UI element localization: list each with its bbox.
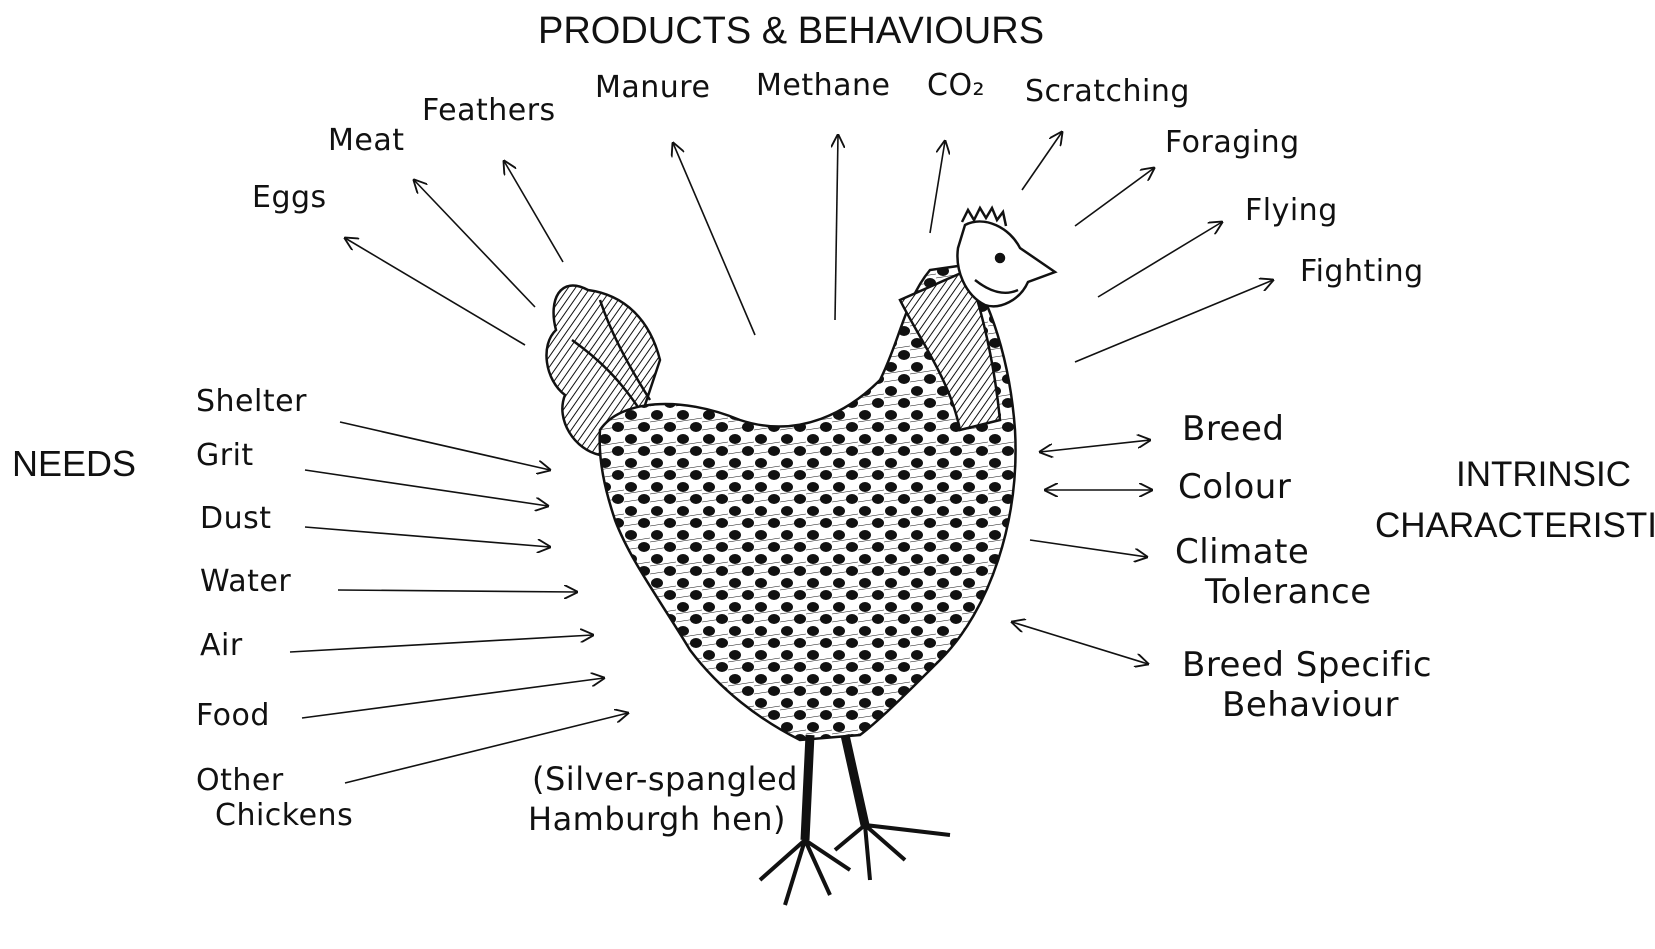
label-feathers: Feathers [422,95,556,127]
label-foraging: Foraging [1165,127,1300,159]
label-fighting: Fighting [1300,256,1424,288]
needs-heading: NEEDS [12,445,136,483]
label-air: Air [200,630,243,662]
label-meat: Meat [328,125,405,157]
label-chickens: Chickens [215,800,353,832]
label-other: Other [196,765,284,797]
eye [996,254,1004,262]
needs-arrows [290,422,628,783]
label-methane: Methane [756,70,890,102]
intrinsic-heading-line1: INTRINSIC [1456,457,1631,494]
label-scratching: Scratching [1025,76,1190,108]
characteristic-arrows [1012,440,1152,664]
label-colour: Colour [1178,470,1291,506]
label-eggs: Eggs [252,182,327,214]
label-co2: CO₂ [927,70,985,102]
label-grit: Grit [196,440,254,472]
hen-legs [805,735,865,840]
caption-line2: Hamburgh hen) [528,803,786,837]
label-behaviour: Behaviour [1222,688,1399,724]
hen-feet [760,825,950,905]
caption-line1: (Silver-spangled [532,763,798,797]
label-manure: Manure [595,72,710,104]
label-climate: Climate [1175,535,1309,571]
intrinsic-heading-line2: CHARACTERISTICS [1375,508,1655,545]
label-tolerance: Tolerance [1205,575,1372,611]
label-breed-specific: Breed Specific [1182,648,1432,684]
label-breed: Breed [1182,412,1284,448]
label-dust: Dust [200,503,272,535]
products-behaviours-heading: PRODUCTS & BEHAVIOURS [538,12,1044,52]
label-food: Food [196,700,270,732]
label-shelter: Shelter [196,386,307,418]
product-arrows [345,132,1273,362]
label-water: Water [200,566,291,598]
label-flying: Flying [1245,195,1338,227]
